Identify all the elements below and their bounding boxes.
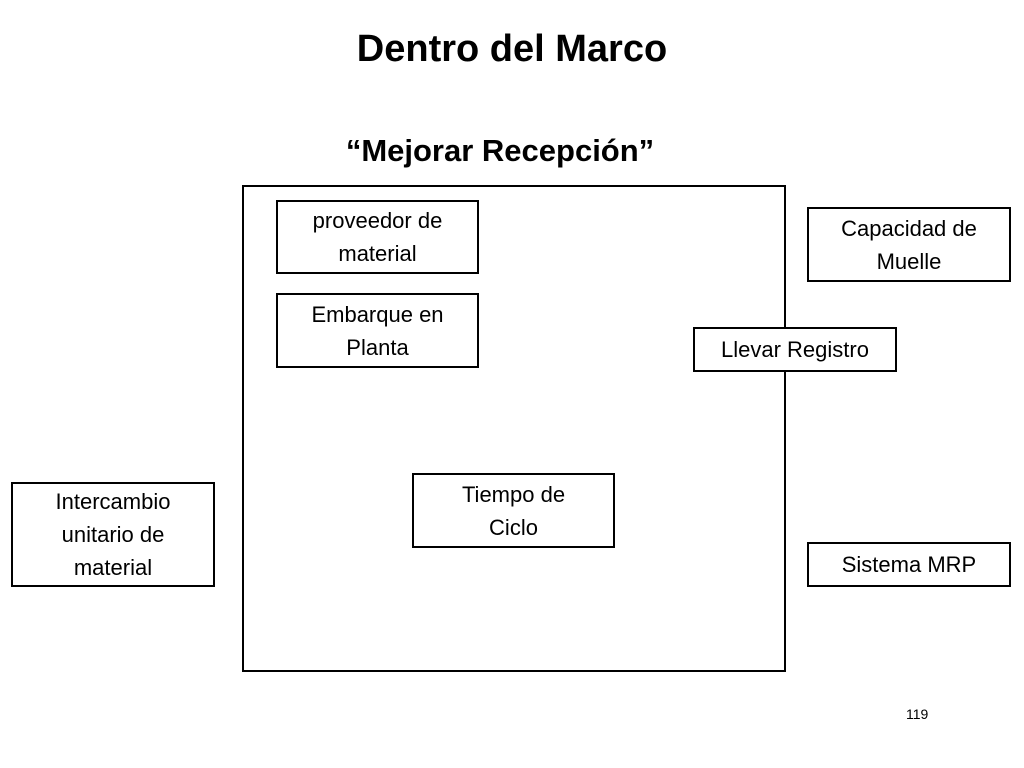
box-embarque-en-planta: Embarque en Planta — [276, 293, 479, 368]
slide-subtitle: “Mejorar Recepción” — [345, 133, 655, 168]
slide-title: Dentro del Marco — [356, 28, 668, 70]
box-proveedor-de-material: proveedor de material — [276, 200, 479, 274]
box-sistema-mrp: Sistema MRP — [807, 542, 1011, 587]
box-capacidad-de-muelle: Capacidad de Muelle — [807, 207, 1011, 282]
box-llevar-registro: Llevar Registro — [693, 327, 897, 372]
box-tiempo-de-ciclo: Tiempo de Ciclo — [412, 473, 615, 548]
frame-boundary — [242, 185, 786, 672]
page-number: 119 — [906, 706, 929, 722]
box-intercambio-unitario-de-material: Intercambio unitario de material — [11, 482, 215, 587]
